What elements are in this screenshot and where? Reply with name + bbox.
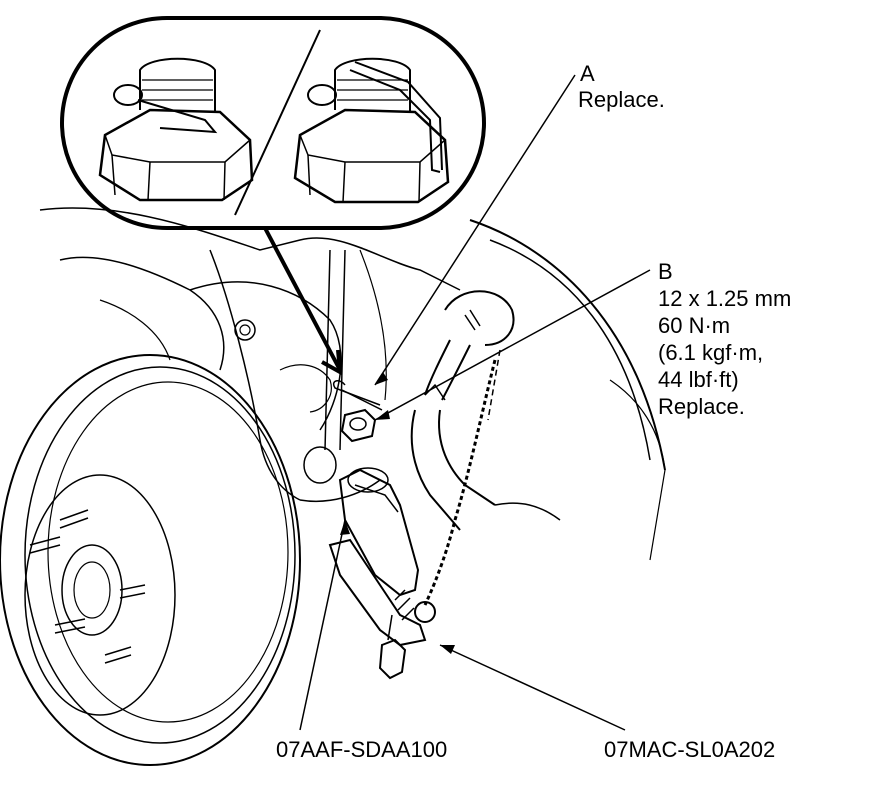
lower-arm — [410, 409, 561, 531]
leader-a — [374, 74, 576, 386]
callout-b-torque-nm: 60 N·m — [658, 313, 731, 338]
wheel-well — [469, 219, 666, 561]
tool-number-left: 07AAF-SDAA100 — [276, 737, 448, 762]
callout-b-size: 12 x 1.25 mm — [658, 286, 792, 311]
steering-knuckle — [39, 207, 461, 503]
callout-a-note: Replace. — [578, 87, 665, 112]
cotter-pin — [333, 380, 383, 411]
wheel-studs — [29, 509, 146, 664]
castle-nut — [340, 408, 377, 443]
callout-b-letter: B — [658, 259, 673, 284]
leader-tool-right — [439, 644, 626, 731]
safety-chain — [414, 349, 501, 623]
brake-disc — [0, 354, 301, 766]
ball-joint-remover — [328, 467, 427, 680]
inset-nut-bent-pin — [293, 57, 450, 204]
tie-rod-end — [424, 290, 515, 401]
detail-inset — [60, 16, 486, 376]
callout-b-note: Replace. — [658, 394, 745, 419]
leader-lines — [299, 74, 651, 731]
callout-b-torque-lbf: 44 lbf·ft) — [658, 367, 739, 392]
leader-tool-left — [299, 519, 346, 731]
leader-b — [374, 269, 651, 421]
tool-number-right: 07MAC-SL0A202 — [604, 737, 776, 762]
callout-a-letter: A — [580, 61, 595, 86]
inset-nut-correct — [98, 57, 254, 202]
arrowheads — [340, 372, 455, 654]
callout-b-torque-kgf: (6.1 kgf·m, — [658, 340, 764, 365]
